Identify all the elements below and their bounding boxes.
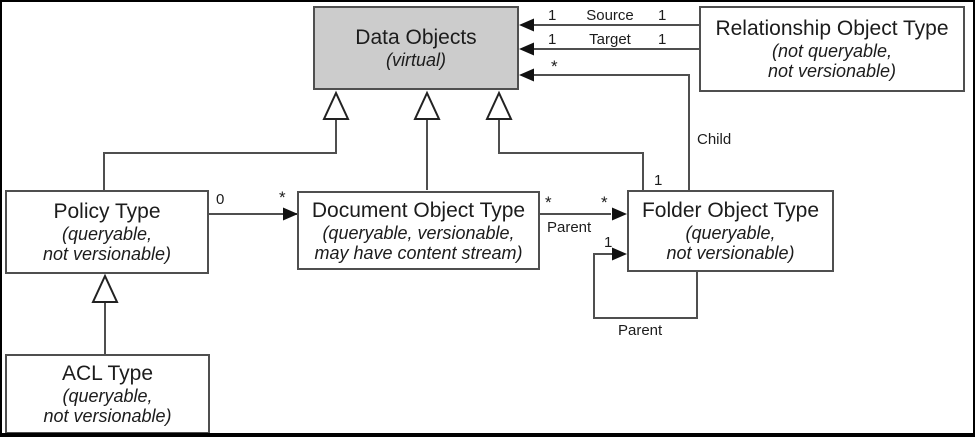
- node-subtitle: (queryable,: [61, 224, 153, 244]
- label-selfloop-multiplicity: 1: [604, 234, 613, 251]
- folder-generalization-triangle-icon: [485, 90, 513, 120]
- label-target-multiplicity-right: 1: [658, 31, 667, 48]
- edge-child-line: [533, 74, 690, 190]
- label-parent-role: Parent: [547, 219, 592, 236]
- node-subtitle: (virtual): [385, 50, 446, 70]
- selfloop-arrowhead-icon: [612, 247, 627, 261]
- child-arrowhead-icon: [519, 68, 534, 82]
- edge-policy-inheritance-line: [103, 120, 337, 190]
- label-source-multiplicity-right: 1: [658, 7, 667, 24]
- node-subtitle: not versionable): [43, 406, 172, 426]
- node-relationship-object-type: Relationship Object Type (not queryable,…: [699, 6, 965, 92]
- node-data-objects: Data Objects (virtual): [313, 6, 519, 90]
- label-source-role: Source: [586, 7, 634, 24]
- node-document-object-type: Document Object Type (queryable, version…: [297, 191, 540, 270]
- node-acl-type: ACL Type (queryable, not versionable): [5, 354, 210, 433]
- node-subtitle: not versionable): [767, 61, 897, 81]
- label-parent-multiplicity-folder: *: [601, 193, 608, 212]
- node-subtitle: not versionable): [42, 244, 172, 264]
- node-title: Data Objects: [355, 26, 477, 49]
- label-policy-document-multiplicity-document: *: [279, 188, 286, 207]
- policy-generalization-triangle-icon: [322, 90, 350, 120]
- label-selfloop-role: Parent: [618, 322, 663, 339]
- document-folder-arrowhead-icon: [612, 207, 627, 221]
- node-title: Folder Object Type: [641, 199, 820, 222]
- node-policy-type: Policy Type (queryable, not versionable): [5, 190, 209, 274]
- node-folder-object-type: Folder Object Type (queryable, not versi…: [627, 190, 834, 272]
- label-target-role: Target: [589, 31, 631, 48]
- source-arrowhead-icon: [519, 18, 534, 32]
- edge-folder-selfloop-line: [593, 253, 698, 319]
- node-title: Policy Type: [53, 200, 161, 223]
- label-target-multiplicity-left: 1: [548, 31, 557, 48]
- node-subtitle: (queryable,: [62, 386, 153, 406]
- node-title: ACL Type: [61, 362, 154, 385]
- label-child-role: Child: [697, 131, 732, 148]
- acl-generalization-triangle-icon: [91, 273, 119, 303]
- node-subtitle: (not queryable,: [771, 41, 893, 61]
- target-arrowhead-icon: [519, 42, 534, 56]
- node-subtitle: (queryable,: [685, 223, 776, 243]
- label-source-multiplicity-left: 1: [548, 7, 557, 24]
- document-generalization-triangle-icon: [413, 90, 441, 120]
- node-title: Document Object Type: [311, 198, 526, 222]
- label-child-multiplicity-folder: 1: [654, 172, 663, 189]
- node-title: Relationship Object Type: [715, 17, 949, 40]
- label-parent-multiplicity-document: *: [545, 193, 552, 212]
- node-subtitle: not versionable): [666, 243, 795, 263]
- node-subtitle: (queryable, versionable,: [322, 222, 515, 243]
- policy-document-arrowhead-icon: [283, 207, 298, 221]
- node-subtitle: may have content stream): [314, 242, 523, 263]
- label-policy-document-multiplicity-policy: 0: [216, 191, 225, 208]
- edge-folder-inheritance-line: [498, 120, 644, 190]
- label-child-multiplicity-data-objects: *: [551, 57, 558, 76]
